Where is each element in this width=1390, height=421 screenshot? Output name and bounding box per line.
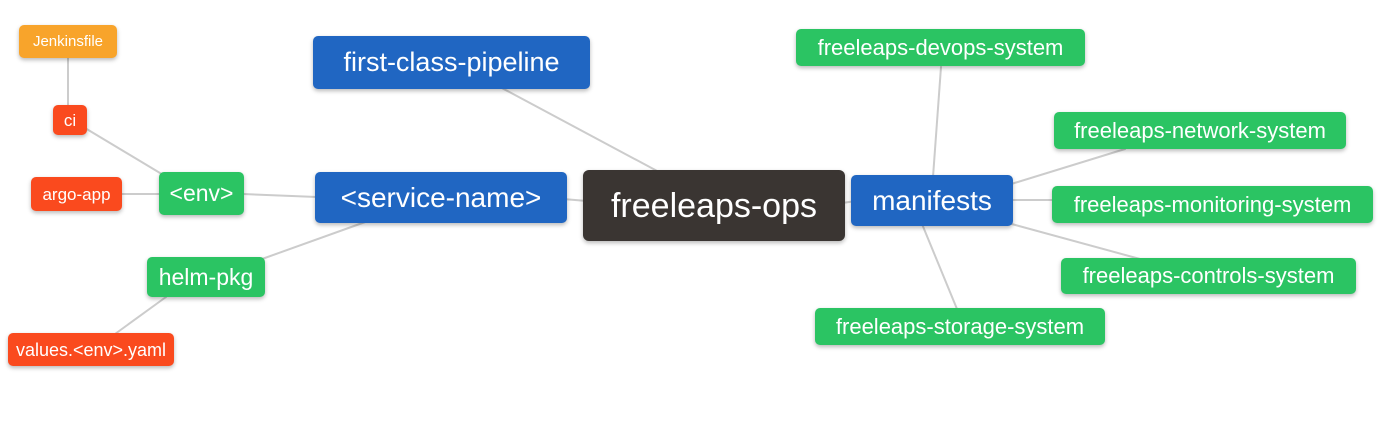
edge-service-name-env [242,193,318,198]
node-freeleaps-controls-system[interactable]: freeleaps-controls-system [1061,258,1356,294]
node-env[interactable]: <env> [159,172,244,215]
node-first-class-pipeline[interactable]: first-class-pipeline [313,36,590,89]
node-argo-app[interactable]: argo-app [31,177,122,211]
node-freeleaps-ops[interactable]: freeleaps-ops [583,170,845,241]
edge-manifests-devops-system [932,66,942,178]
node-jenkinsfile[interactable]: Jenkinsfile [19,25,117,58]
node-freeleaps-network-system[interactable]: freeleaps-network-system [1054,112,1346,149]
node-service-name[interactable]: <service-name> [315,172,567,223]
edge-service-name-helm-pkg [261,220,369,260]
node-freeleaps-monitoring-system[interactable]: freeleaps-monitoring-system [1052,186,1373,223]
edge-manifests-controls-system [1007,222,1141,260]
edge-manifests-network-system [1007,148,1126,186]
node-freeleaps-storage-system[interactable]: freeleaps-storage-system [815,308,1105,345]
node-ci[interactable]: ci [53,105,87,135]
node-manifests[interactable]: manifests [851,175,1013,226]
edge-helm-pkg-values-env-yaml [114,296,167,335]
edge-env-ci [84,127,166,177]
node-freeleaps-devops-system[interactable]: freeleaps-devops-system [796,29,1085,66]
node-helm-pkg[interactable]: helm-pkg [147,257,265,297]
edge-ops-first-class-pipeline [499,86,660,173]
edge-manifests-storage-system [921,223,958,310]
node-values-env-yaml[interactable]: values.<env>.yaml [8,333,174,366]
